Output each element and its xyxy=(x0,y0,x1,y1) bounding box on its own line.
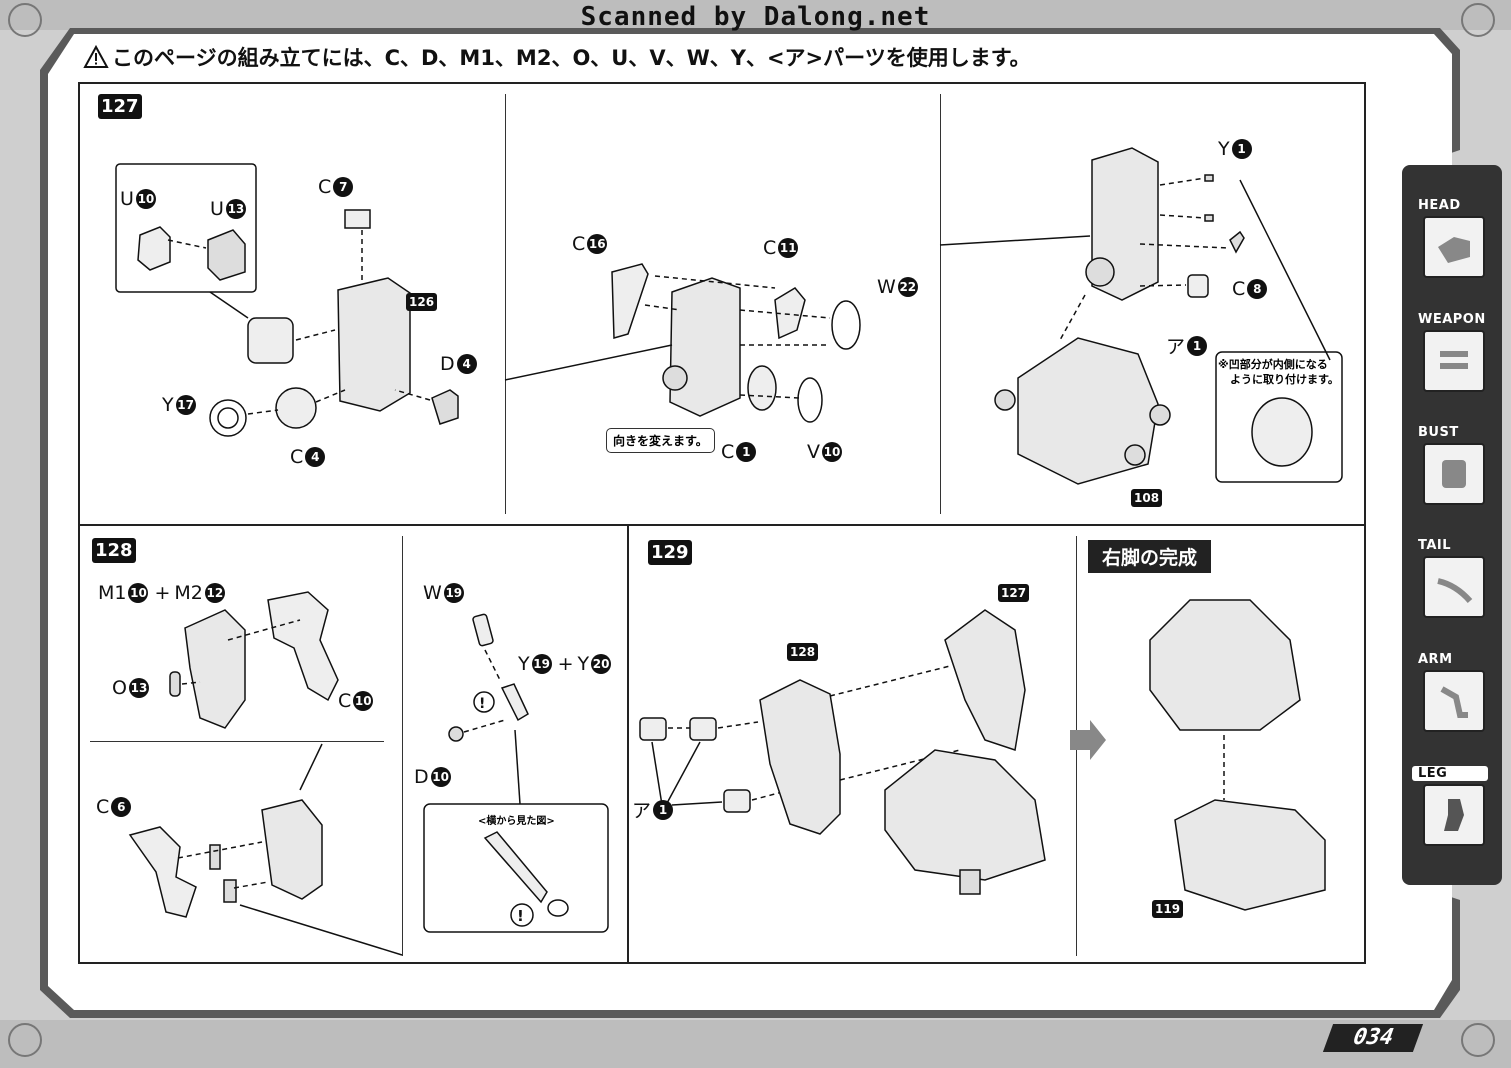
right-leg-complete-title: 右脚の完成 xyxy=(1088,540,1212,573)
divider xyxy=(505,94,506,514)
sidebar-tab-arm[interactable]: ARM xyxy=(1412,652,1496,732)
ref-108: 108 xyxy=(1131,489,1163,507)
svg-text:!: ! xyxy=(479,696,485,712)
divider xyxy=(402,536,403,956)
step-number-129: 129 xyxy=(648,540,692,565)
note-concave-line2: ように取り付けます。 xyxy=(1230,373,1339,386)
svg-text:!: ! xyxy=(517,907,524,925)
parts-warning-text: このページの組み立てには、C、D、M1、M2、O、U、V、W、Y、<ア>パーツを… xyxy=(112,46,1031,70)
sidebar-tab-leg[interactable]: LEG xyxy=(1412,766,1496,846)
divider xyxy=(940,94,941,514)
tail-icon xyxy=(1423,556,1485,618)
dinosaur-head-icon xyxy=(1423,216,1485,278)
sidebar-tab-arm-label: ARM xyxy=(1418,652,1453,667)
arm-icon xyxy=(1423,670,1485,732)
sidebar-tab-tail-label: TAIL xyxy=(1418,538,1452,553)
sidebar-tab-bust-label: BUST xyxy=(1418,425,1459,440)
leg-icon xyxy=(1423,784,1485,846)
note-turn: 向きを変えます。 xyxy=(606,428,715,453)
side-view-caption: <横から見た図> xyxy=(478,816,555,827)
weapon-icon xyxy=(1423,330,1485,392)
sidebar-tab-tail[interactable]: TAIL xyxy=(1412,538,1496,618)
ref-128: 128 xyxy=(787,643,819,661)
step-number-127: 127 xyxy=(98,94,142,119)
ref-126: 126 xyxy=(406,293,438,311)
note-concave: ※凹部分が内側になる ように取り付けます。 xyxy=(1218,357,1339,387)
sidebar-tab-head-label: HEAD xyxy=(1418,198,1461,213)
sidebar-tab-weapon[interactable]: WEAPON xyxy=(1412,312,1496,392)
note-concave-line1: ※凹部分が内側になる xyxy=(1218,358,1328,371)
parts-warning: このページの組み立てには、C、D、M1、M2、O、U、V、W、Y、<ア>パーツを… xyxy=(83,42,1031,72)
sidebar-tab-weapon-label: WEAPON xyxy=(1418,312,1486,327)
scanner-credit: Scanned by Dalong.net xyxy=(580,2,931,32)
sidebar-tab-leg-label: LEG xyxy=(1412,766,1488,781)
sidebar-tab-head[interactable]: HEAD xyxy=(1412,198,1496,278)
step-number-128: 128 xyxy=(92,538,136,563)
ref-127: 127 xyxy=(998,584,1030,602)
divider xyxy=(90,741,384,742)
sidebar-tab-bust[interactable]: BUST xyxy=(1412,425,1496,505)
bust-icon xyxy=(1423,443,1485,505)
ref-119: 119 xyxy=(1152,900,1184,918)
warning-icon xyxy=(83,44,109,68)
page-number: 034 xyxy=(1322,1024,1424,1052)
